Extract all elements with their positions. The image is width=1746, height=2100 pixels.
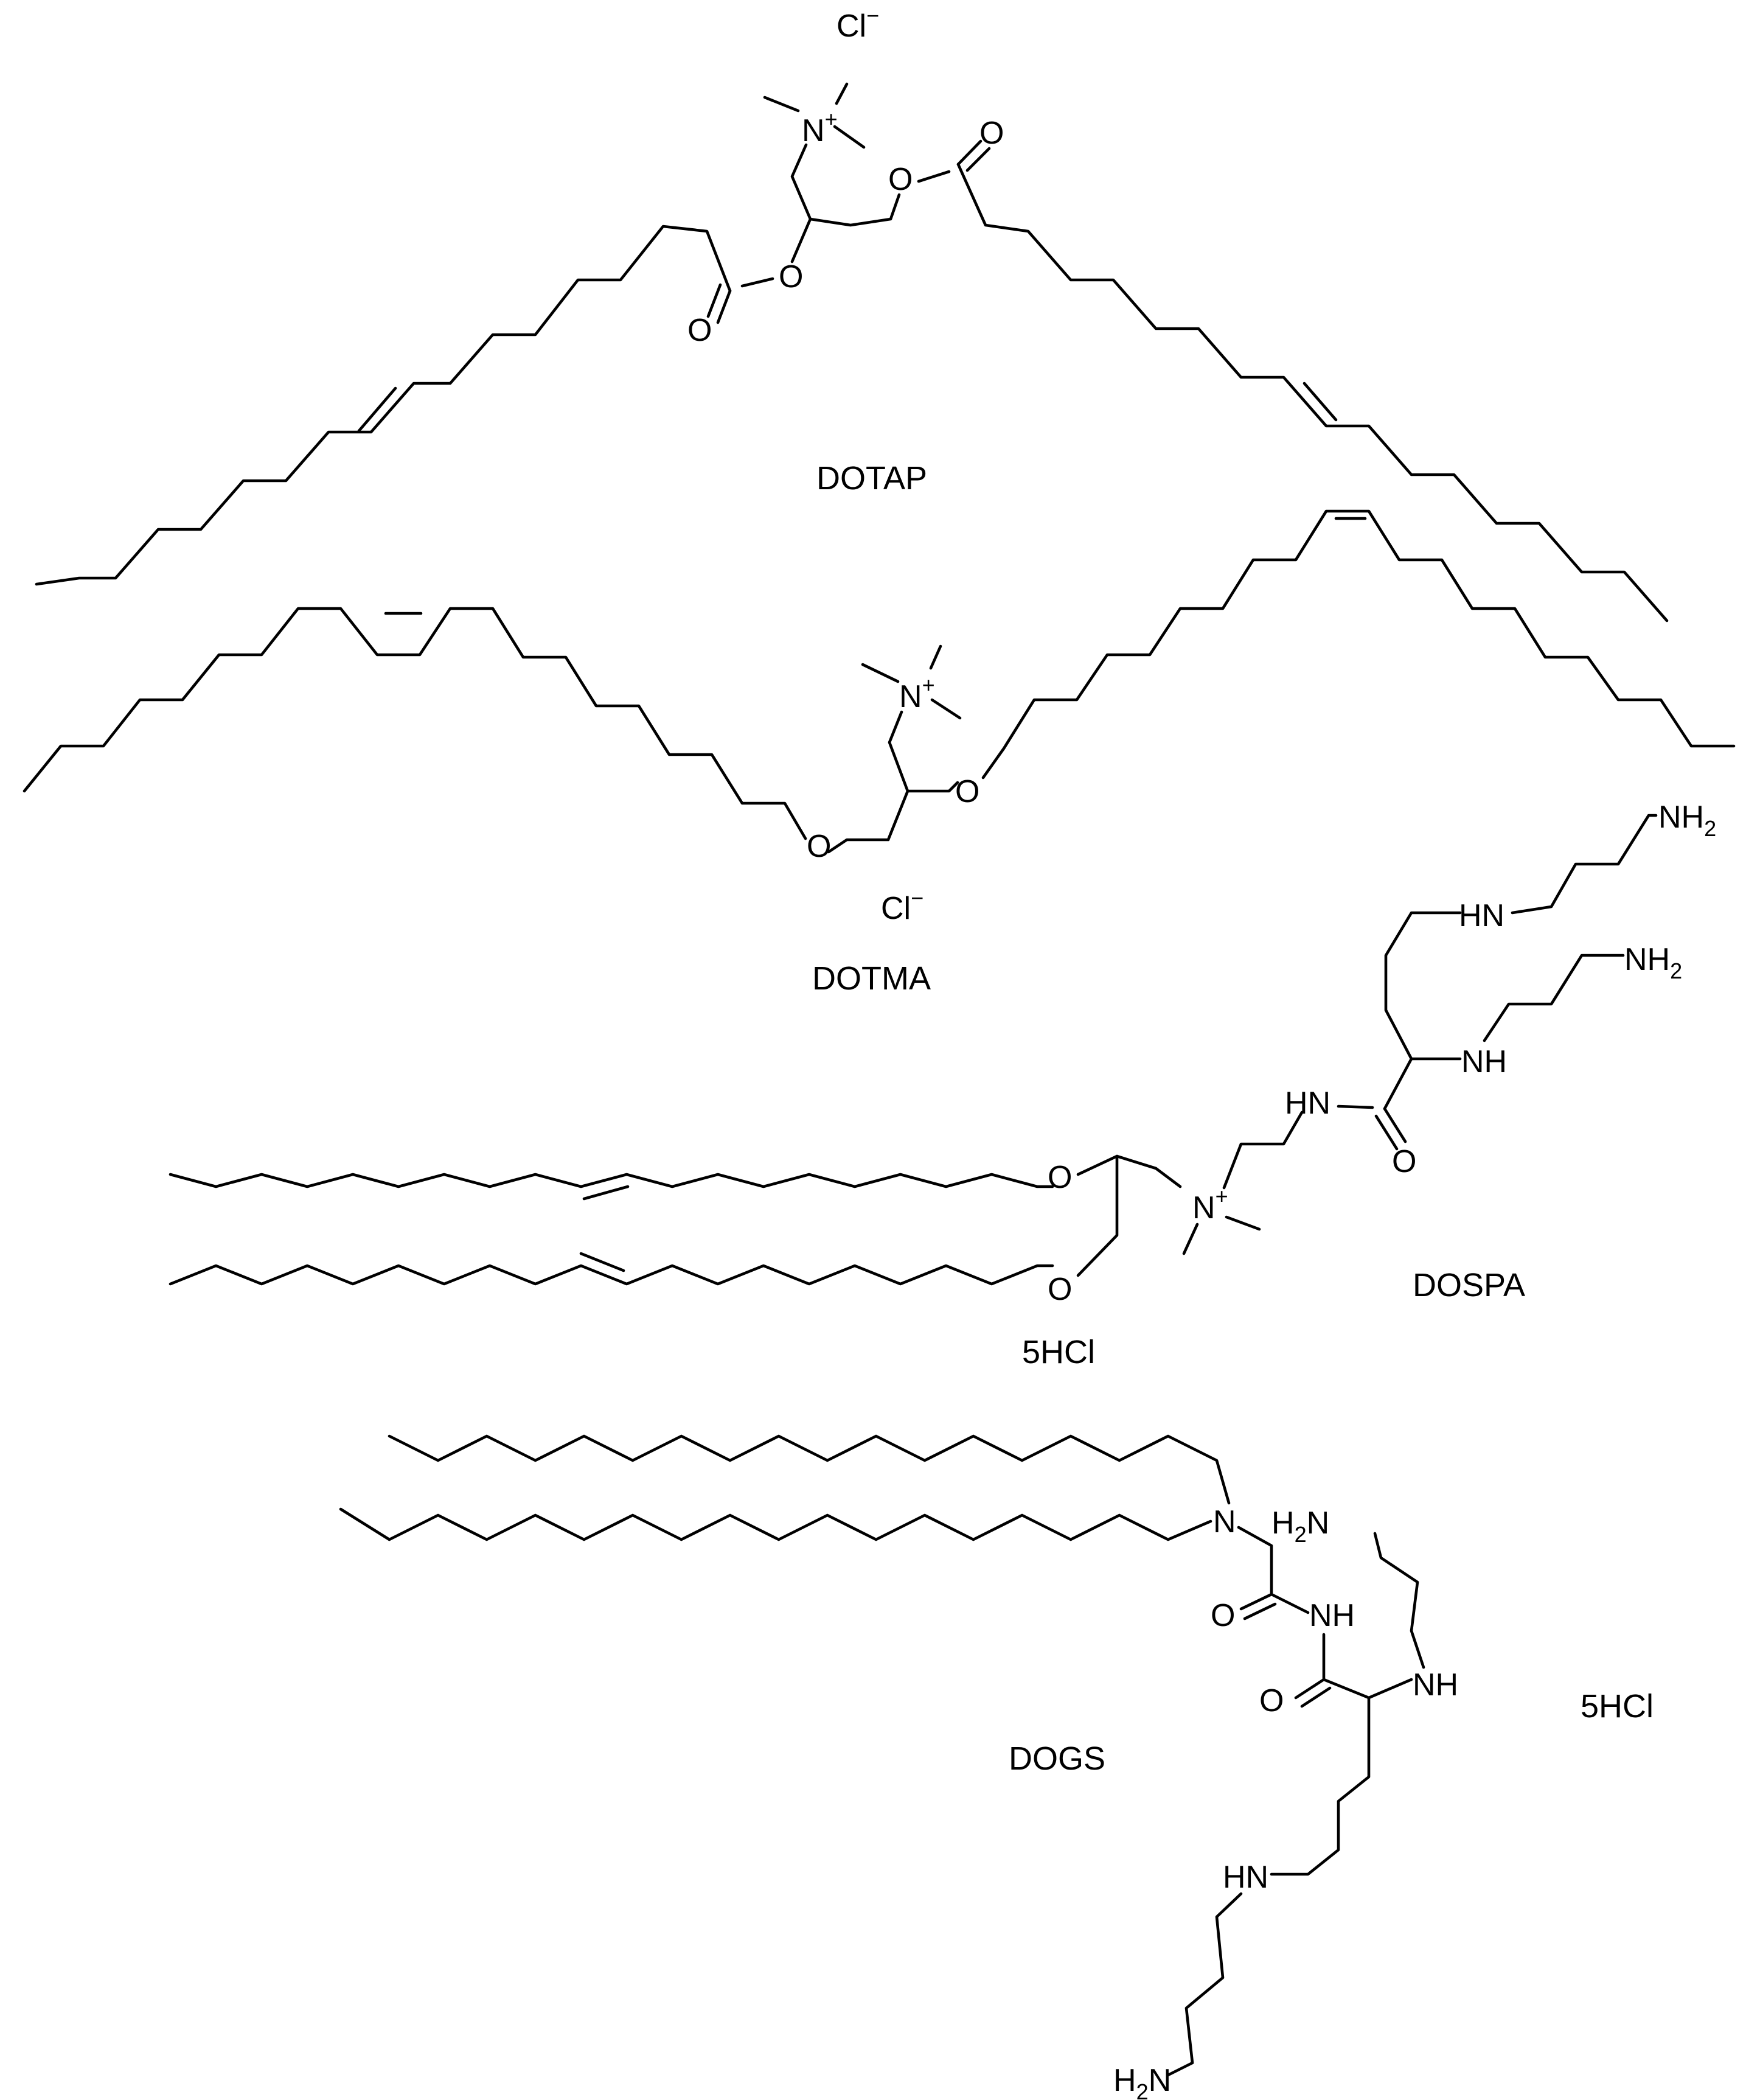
dospa-glycerol-backbone [1076,1154,1119,1277]
dospa-upper-double-bond [582,1185,630,1201]
dospa-amide-o: O [1392,1144,1416,1179]
dotma-label: DOTMA [812,960,931,997]
dotma-ammonium-n: N+ [899,672,935,714]
dospa-lower-aminopropyl [1483,954,1625,1042]
dogs-h2n-bottom: H2N [1113,2063,1171,2100]
dospa-amide-carbonyl [1383,1107,1407,1143]
dotap-right-carbonyl-double [965,147,991,172]
dospa-lower-chain [169,1264,1054,1286]
dogs-amide2-o: O [1259,1683,1284,1718]
dospa-nh2-upper: NH2 [1658,800,1716,841]
dotap-ester-o-left: O [779,259,803,295]
dotap-sn2-link [790,217,812,263]
dotap-left-acyl-chain [35,225,732,586]
dotap-carbonyl-o-left: O [687,313,712,348]
dotap-left-double-bond [357,386,397,433]
dogs-upper-alkyl-chain [388,1434,1231,1505]
dotap-left-ester-bond [740,277,774,288]
dogs-amide1-carbonyl-double [1243,1602,1277,1620]
dogs-glycyl-ch2 [1237,1526,1273,1596]
dotma-lower-chain [23,607,807,840]
dogs-top-aminopropyl [1373,1532,1425,1669]
dogs-alpha-carbon [1270,1678,1371,1876]
dotap-left-carbonyl [716,289,732,324]
dogs-bottom-aminopropyl [1166,1892,1243,2077]
dotap-label: DOTAP [816,460,927,497]
dogs-amide2-carbonyl [1294,1678,1326,1700]
dotap-left-carbonyl-double [706,283,722,318]
dotap-methyl-bond-2 [835,82,849,105]
dospa-ether-o-upper: O [1048,1160,1072,1195]
dotma-sn2-link [906,781,959,793]
dotap-counterion: Cl− [836,3,879,44]
dotma-methyl-bond-2 [929,644,942,670]
dospa-lower-double-bond [579,1252,625,1272]
dotap-right-acyl-chain [956,162,1669,623]
dotap-ester-o-right: O [888,162,913,197]
dospa-upper-aminopropyl [1511,814,1658,915]
dogs-h2n-top: H2N [1271,1505,1329,1547]
dogs-label: DOGS [1009,1740,1105,1777]
dospa-alpha-carbon [1383,911,1462,1111]
dotap-structure: Cl− N+ O O O O DOTAP [35,3,1669,623]
dospa-amide-hn: HN [1285,1086,1330,1121]
dospa-structure: O O N+ HN O NH NH2 HN NH2 5HCl DOSPA [169,800,1716,1370]
dospa-ammonium-n: N+ [1192,1184,1228,1226]
dogs-amide1-nh: NH [1309,1598,1355,1633]
dotma-glycerol-backbone [827,710,910,854]
dogs-alpha-nh-bond [1367,1678,1413,1700]
dotap-ammonium-n: N+ [802,106,838,148]
dogs-lower-alkyl-chain [339,1507,1212,1541]
dogs-amide1-carbonyl [1239,1592,1273,1611]
dogs-salt: 5HCl [1581,1688,1654,1725]
dotma-methyl-bond-1 [861,663,900,683]
dospa-label: DOSPA [1413,1267,1525,1303]
dotma-ether-o-upper: O [955,774,979,809]
dotap-right-double-bond [1303,382,1338,422]
dotma-upper-chain [981,509,1736,780]
dogs-tertiary-n: N [1213,1504,1236,1540]
dospa-ethyl-spacer [1222,1111,1304,1190]
dospa-amide-carbonyl-double [1374,1114,1399,1151]
dotap-methyl-bond-1 [763,96,800,113]
dotma-ether-o-lower: O [807,829,831,864]
dotap-right-ester-bond [917,170,951,183]
dospa-n-methyl-2 [1225,1215,1261,1231]
dogs-amide1-o: O [1211,1598,1235,1633]
dotap-methyl-bond-3 [833,125,866,149]
dotap-glycerol-backbone [790,143,901,227]
dospa-amine-nh-lower: NH [1461,1044,1507,1080]
dospa-amine-hn-upper: HN [1459,898,1504,933]
dospa-amide-bond [1337,1104,1374,1109]
dotma-counterion: Cl− [881,885,923,926]
dotma-structure: N+ O O Cl− DOTMA [23,509,1736,997]
dospa-ether-o-lower: O [1048,1272,1072,1307]
dotap-right-carbonyl [956,139,983,166]
dogs-amine-nh: NH [1413,1667,1458,1703]
dospa-n-link [1115,1154,1182,1188]
dogs-hn-bottom: HN [1223,1860,1268,1895]
dospa-upper-chain [169,1173,1054,1188]
dospa-n-methyl-1 [1182,1223,1199,1255]
dotma-methyl-bond-3 [930,698,962,720]
dospa-salt: 5HCl [1022,1334,1095,1370]
dogs-amide2-carbonyl-double [1300,1686,1332,1708]
dogs-structure: N O NH O NH H2N HN H2N DOGS 5HCl [339,1434,1654,2100]
dotap-carbonyl-o-right: O [979,116,1004,151]
dogs-amide1-n-bond [1270,1592,1310,1614]
dospa-nh2-lower: NH2 [1624,942,1682,983]
